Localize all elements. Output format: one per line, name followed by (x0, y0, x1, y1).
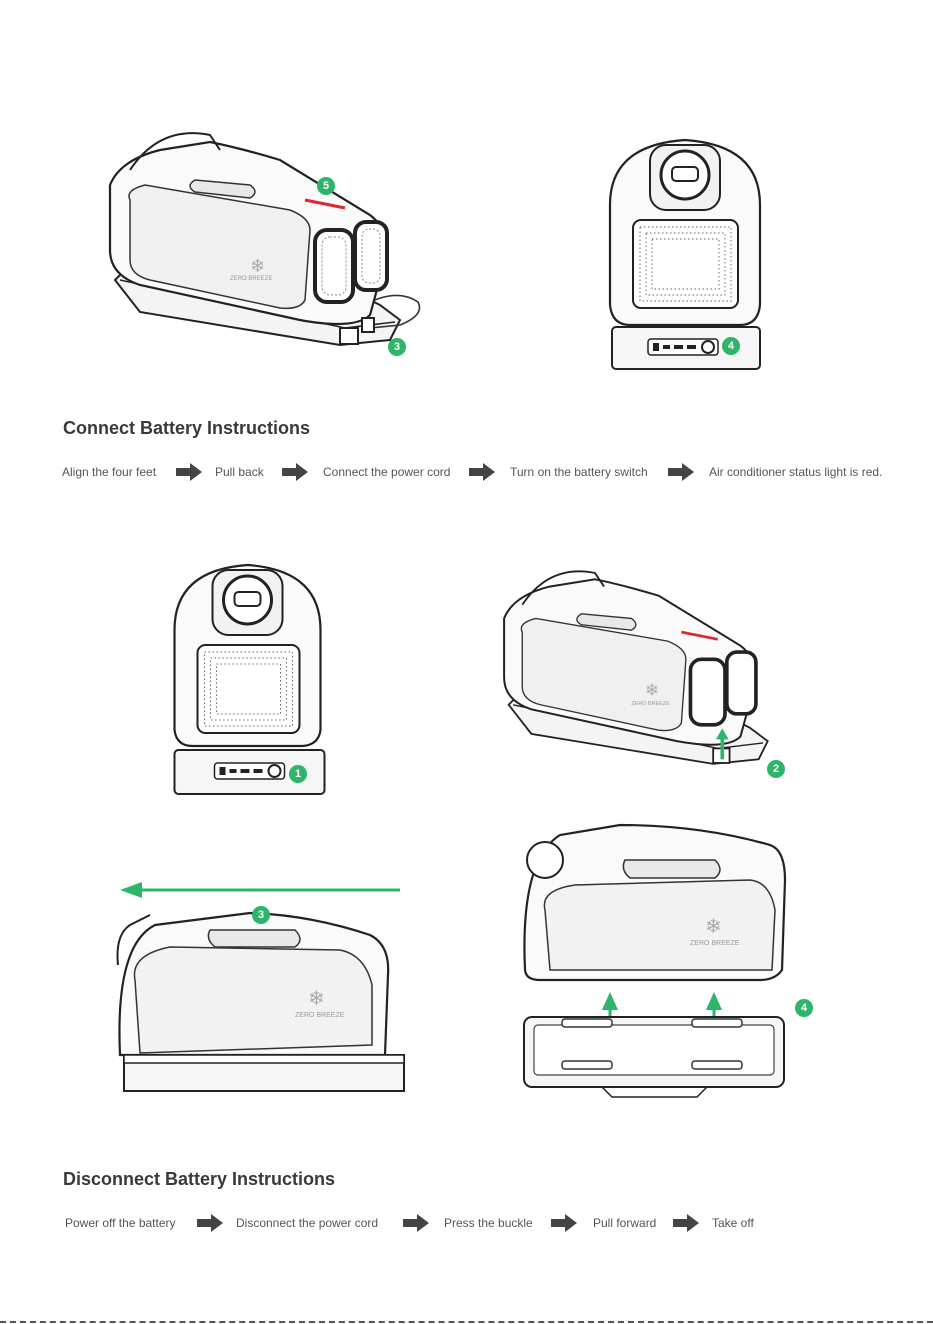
unit-buckle-illustration: ZERO BREEZE ❄ (503, 570, 769, 765)
arrow-right-icon (282, 463, 308, 481)
disconnect-step-1: Power off the battery (65, 1216, 176, 1230)
step-badge-2: 2 (767, 760, 785, 778)
unit-side-view-illustration: ZERO BREEZE ❄ (116, 911, 405, 1092)
connect-step-2: Pull back (215, 465, 264, 479)
unit-lifted-illustration: ZERO BREEZE ❄ (523, 823, 787, 982)
battery-base-illustration (523, 1016, 785, 1098)
unit-front-view-switch-illustration (173, 563, 326, 795)
svg-text:❄: ❄ (308, 986, 325, 1010)
step-badge-3: 3 (252, 906, 270, 924)
step-badge-3: 3 (388, 338, 406, 356)
arrow-right-icon (469, 463, 495, 481)
arrow-right-icon (551, 1214, 577, 1232)
disconnect-heading: Disconnect Battery Instructions (63, 1169, 336, 1189)
connect-steps: Align the four feet Pull back Connect th… (0, 463, 933, 485)
svg-text:ZERO BREEZE: ZERO BREEZE (631, 701, 670, 707)
brand-logo-text: ZERO BREEZE (230, 276, 272, 282)
arrow-right-icon (673, 1214, 699, 1232)
page-cut-line (0, 1321, 933, 1323)
svg-text:❄: ❄ (705, 914, 722, 938)
step-badge-4: 4 (722, 337, 740, 355)
connect-step-1: Align the four feet (62, 465, 157, 479)
disconnect-steps: Power off the battery Disconnect the pow… (0, 1214, 933, 1236)
step-badge-4: 4 (795, 999, 813, 1017)
svg-text:ZERO BREEZE: ZERO BREEZE (690, 940, 740, 947)
connect-step-3: Connect the power cord (323, 465, 451, 479)
arrow-right-icon (668, 463, 694, 481)
disconnect-step-5: Take off (712, 1216, 754, 1230)
pull-forward-arrow (120, 882, 400, 898)
disconnect-step-2: Disconnect the power cord (236, 1216, 379, 1230)
disconnect-step-3: Press the buckle (444, 1216, 533, 1230)
arrow-right-icon (176, 463, 202, 481)
step-badge-1: 1 (289, 765, 307, 783)
unit-on-battery-angled-illustration: ZERO BREEZE ❄ (108, 132, 421, 347)
unit-front-view-illustration (608, 138, 762, 370)
svg-text:❄: ❄ (645, 681, 659, 700)
connect-step-5: Air conditioner status light is red. (709, 465, 883, 479)
disconnect-step-4: Pull forward (593, 1216, 657, 1230)
brand-logo-text: ZERO BREEZE (295, 1012, 345, 1019)
step-badge-5: 5 (317, 177, 335, 195)
svg-text:❄: ❄ (250, 256, 265, 277)
arrow-right-icon (197, 1214, 223, 1232)
arrow-right-icon (403, 1214, 429, 1232)
connect-step-4: Turn on the battery switch (510, 465, 648, 479)
connect-heading: Connect Battery Instructions (63, 418, 311, 438)
